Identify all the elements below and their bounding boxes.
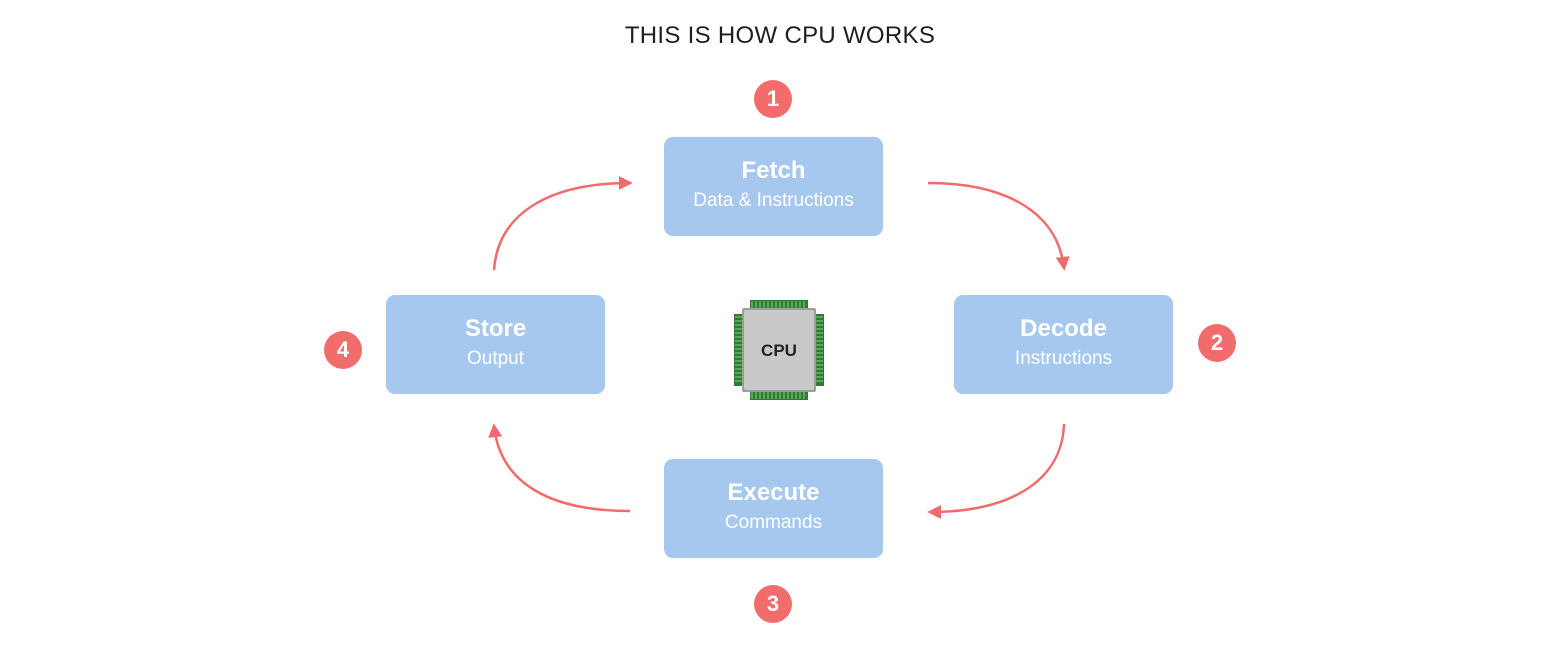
step-1-badge: 1 (754, 80, 792, 118)
step-2-badge: 2 (1198, 324, 1236, 362)
arrow-fetch-to-decode (927, 181, 1070, 271)
step-store-title: Store (464, 315, 527, 342)
step-store-box: Store Output (386, 295, 605, 394)
step-4-badge: 4 (324, 331, 362, 369)
diagram-title: THIS IS HOW CPU WORKS (624, 22, 936, 49)
step-decode-box: Decode Instructions (954, 295, 1173, 394)
step-decode-subtitle: Instructions (1014, 348, 1113, 369)
step-execute-box: Execute Commands (664, 459, 883, 558)
step-execute-title: Execute (727, 479, 820, 506)
cpu-chip-icon: CPU (734, 300, 824, 400)
cpu-label: CPU (761, 341, 797, 360)
step-fetch-title: Fetch (741, 157, 806, 184)
step-decode-title: Decode (1020, 315, 1107, 342)
step-fetch-box: Fetch Data & Instructions (664, 137, 883, 236)
arrow-store-to-fetch (492, 176, 633, 271)
arrow-decode-to-execute (927, 423, 1066, 519)
step-fetch-subtitle: Data & Instructions (693, 190, 854, 211)
step-3-badge: 3 (754, 585, 792, 623)
step-execute-subtitle: Commands (724, 512, 823, 533)
arrow-execute-to-store (488, 423, 631, 513)
step-store-subtitle: Output (466, 348, 525, 369)
